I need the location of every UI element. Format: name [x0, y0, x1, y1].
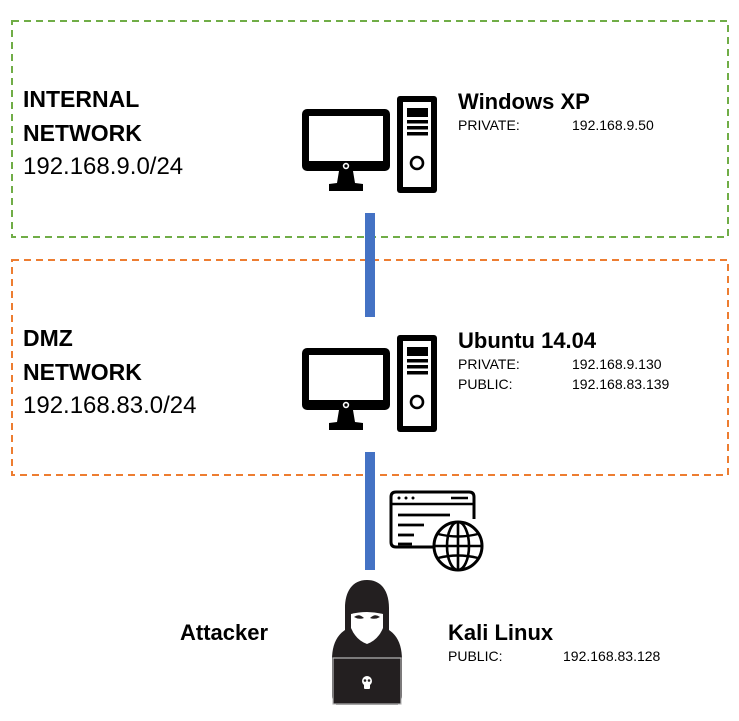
address-row: PRIVATE: 192.168.9.130	[458, 354, 669, 374]
link-ubuntu-kali	[365, 452, 375, 570]
attacker-label: Attacker	[180, 620, 269, 645]
web-browser-globe-icon	[389, 490, 484, 572]
dmz-network-label: DMZ NETWORK 192.168.83.0/24	[23, 321, 197, 423]
host-name: Windows XP	[458, 89, 590, 114]
address-ip: 192.168.83.128	[563, 648, 661, 664]
address-label: PUBLIC:	[448, 648, 503, 664]
zone-title-line1: DMZ	[23, 325, 73, 351]
internal-network-label: INTERNAL NETWORK 192.168.9.0/24	[23, 82, 183, 184]
address-ip: 192.168.83.139	[572, 376, 670, 392]
host-ubuntu: Ubuntu 14.04 PRIVATE: 192.168.9.130 PUBL…	[458, 328, 669, 394]
desktop-computer-icon	[302, 335, 437, 432]
hooded-hacker-icon	[332, 580, 402, 705]
address-ip: 192.168.9.130	[572, 356, 662, 372]
address-label: PRIVATE:	[458, 356, 520, 372]
link-windows-ubuntu	[365, 213, 375, 317]
zone-title-line2: NETWORK	[23, 120, 142, 146]
zone-subnet: 192.168.9.0/24	[23, 153, 184, 180]
zone-title-line2: NETWORK	[23, 359, 142, 385]
host-windows-xp: Windows XP PRIVATE: 192.168.9.50	[458, 89, 654, 135]
zone-title-line1: INTERNAL	[23, 86, 140, 112]
address-row: PUBLIC: 192.168.83.128	[448, 646, 660, 666]
address-row: PRIVATE: 192.168.9.50	[458, 115, 654, 135]
address-ip: 192.168.9.50	[572, 117, 654, 133]
address-row: PUBLIC: 192.168.83.139	[458, 374, 669, 394]
host-name: Kali Linux	[448, 620, 554, 645]
host-name: Ubuntu 14.04	[458, 328, 597, 353]
desktop-computer-icon	[302, 96, 437, 193]
address-label: PUBLIC:	[458, 376, 513, 392]
zone-subnet: 192.168.83.0/24	[23, 392, 197, 419]
host-kali-linux: Kali Linux PUBLIC: 192.168.83.128	[448, 620, 660, 666]
address-label: PRIVATE:	[458, 117, 520, 133]
